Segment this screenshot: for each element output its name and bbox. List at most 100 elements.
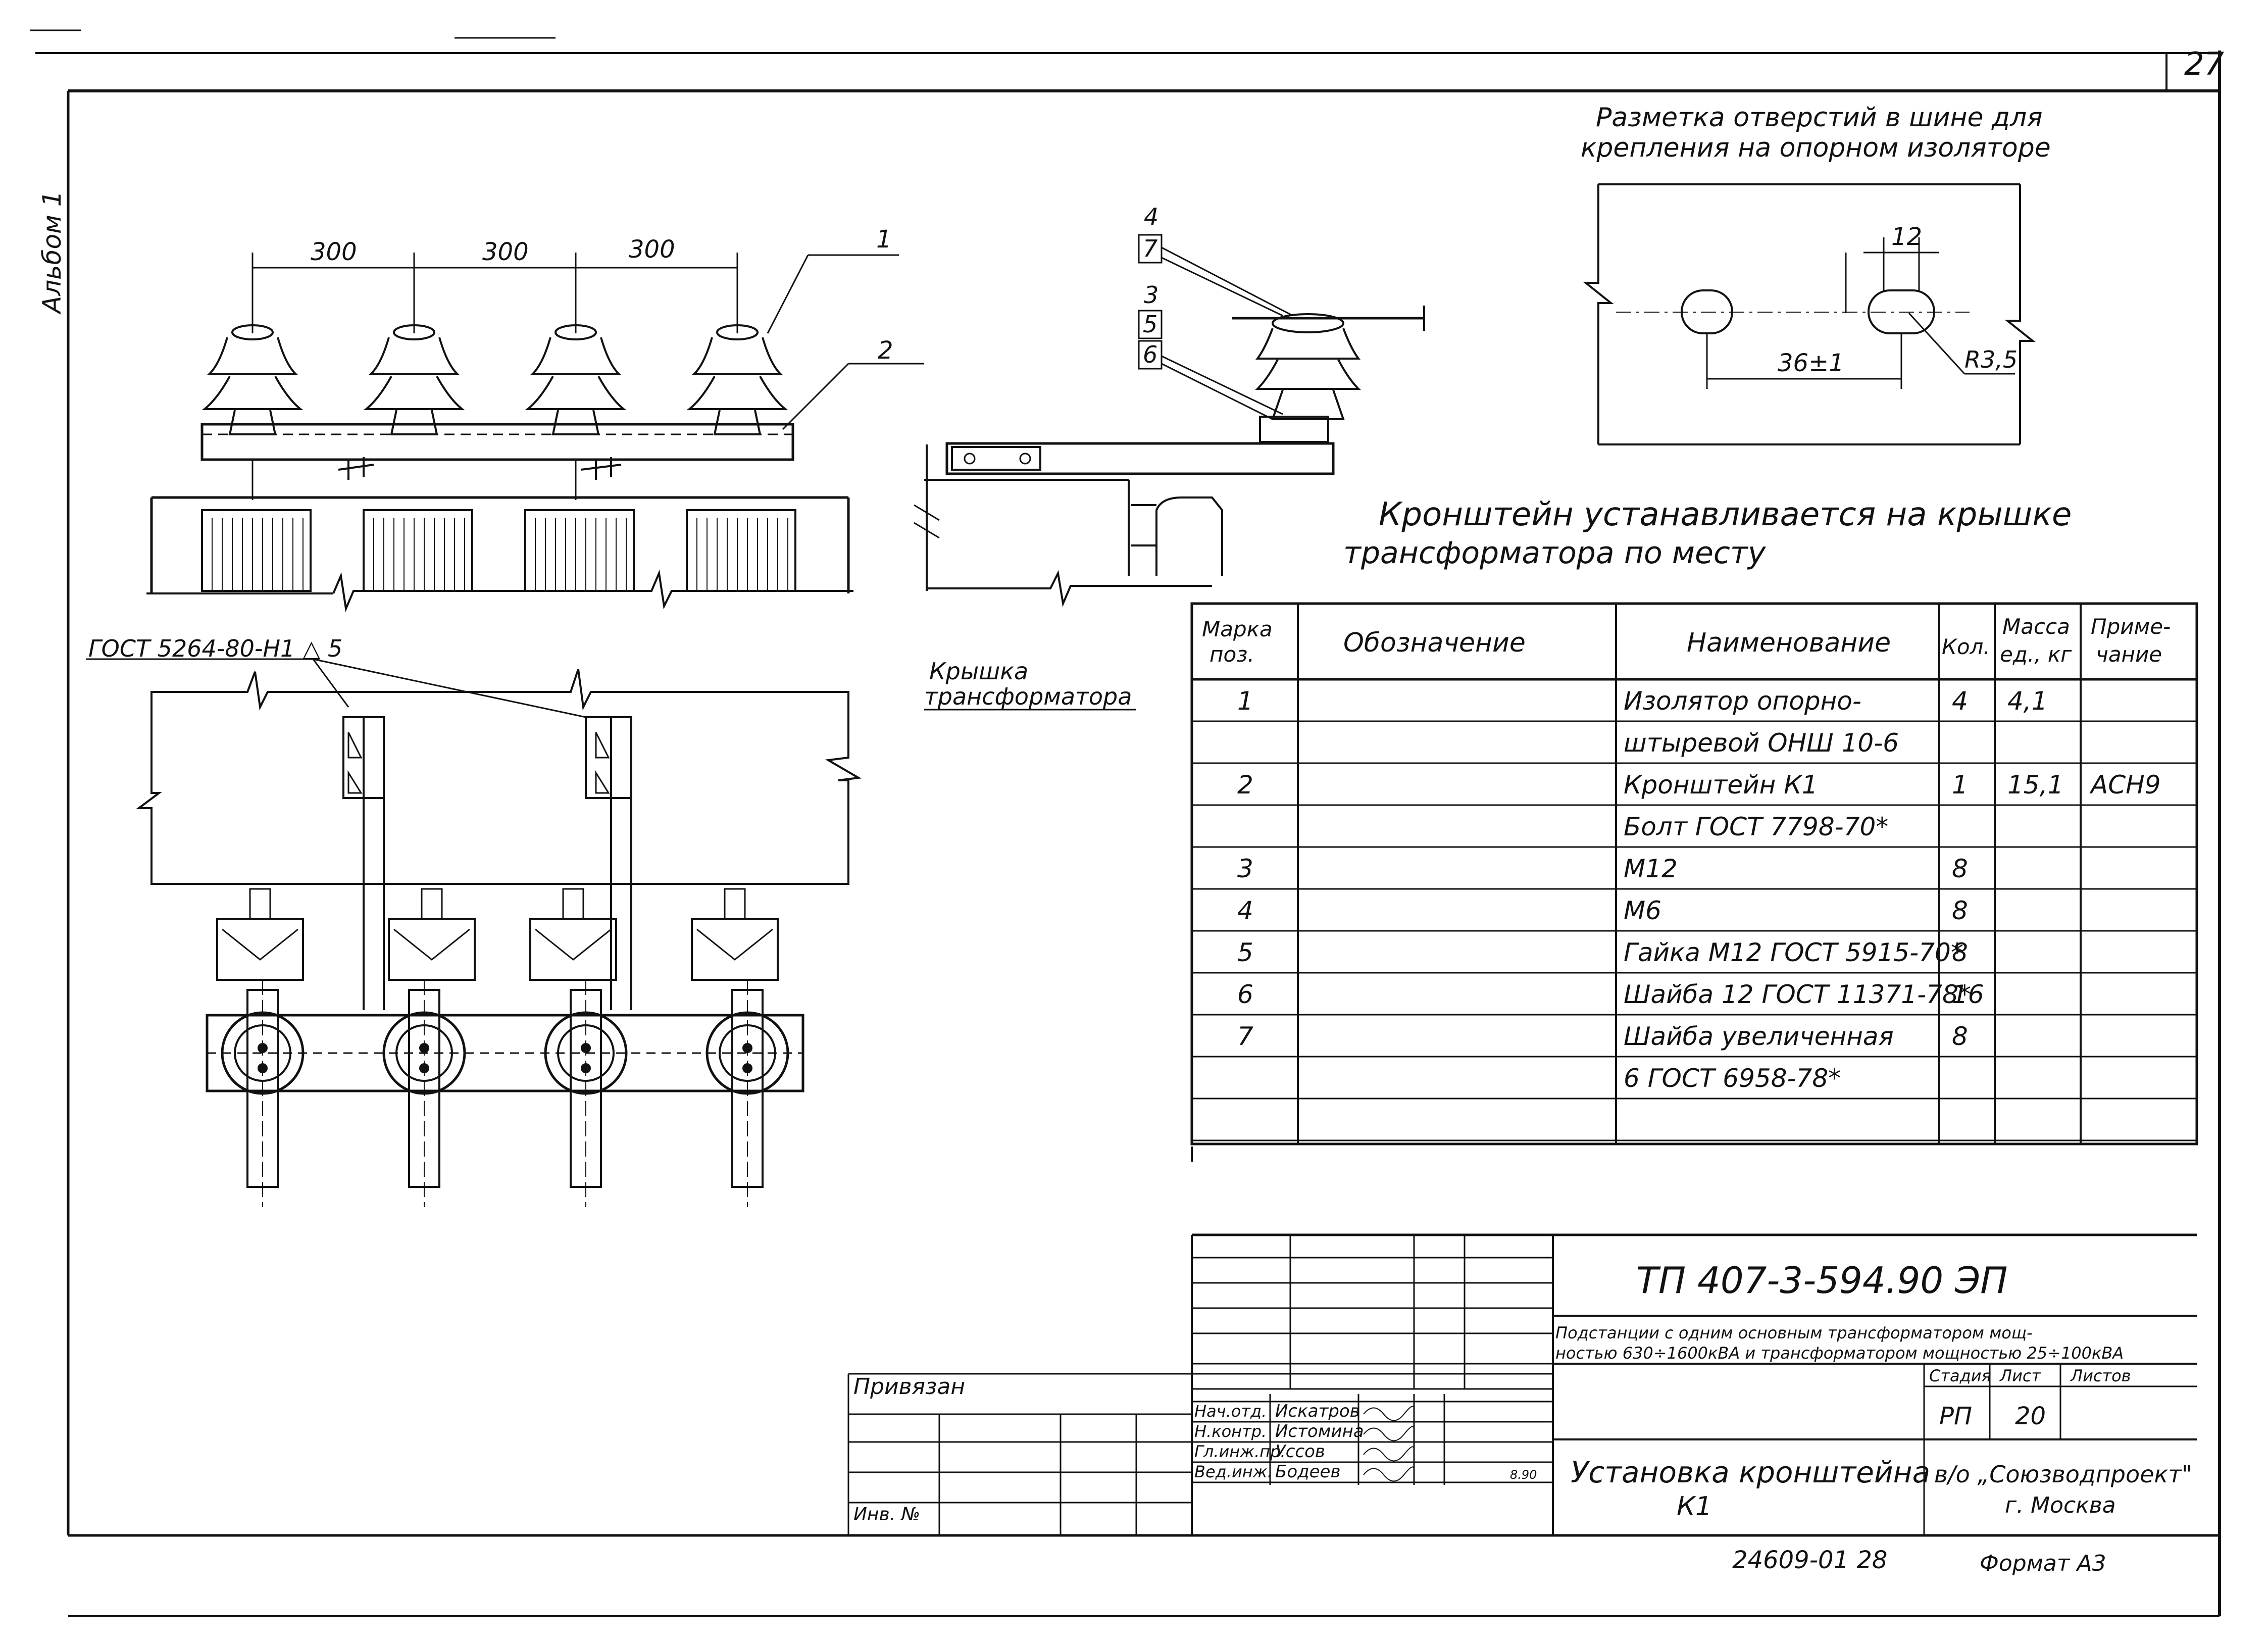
drawing-code: ТП 407-3-594.90 ЭП bbox=[1636, 1259, 2007, 1302]
album-label: Альбом 1 bbox=[37, 191, 67, 315]
insulator-3 bbox=[525, 324, 627, 435]
header-note-2: чание bbox=[2096, 642, 2162, 667]
top-view: ГОСТ 5264-80-Н1 △ 5 Крышка трансформатор… bbox=[86, 635, 1136, 1207]
sheets-header: Листов bbox=[2070, 1366, 2131, 1385]
bracket-side bbox=[945, 442, 1335, 475]
stage-header: Стадия bbox=[1929, 1366, 1991, 1385]
cell-mass: 4,1 bbox=[2007, 686, 2048, 716]
signature-scribble bbox=[1363, 1446, 1415, 1462]
cell-name: М6 bbox=[1624, 896, 1661, 925]
sheet-header: Лист bbox=[1999, 1366, 2041, 1385]
cell-qty: 4 bbox=[1952, 686, 1968, 716]
sheet-value: 20 bbox=[2015, 1402, 2046, 1430]
signature-date: 8.90 bbox=[1510, 1468, 1537, 1482]
privyazan-label: Привязан bbox=[853, 1374, 965, 1400]
signature-scribble bbox=[1363, 1466, 1415, 1482]
cell-name: Изолятор опорно- bbox=[1624, 686, 1861, 716]
dimension-spacing-1: 300 bbox=[311, 238, 357, 266]
cell-name: штыревой ОНШ 10-6 bbox=[1624, 728, 1899, 758]
cell-name: Шайба увеличенная bbox=[1624, 1022, 1894, 1051]
hole-marking-detail: Разметка отверстий в шине для крепления … bbox=[1581, 103, 2051, 445]
insulator-4 bbox=[686, 324, 788, 435]
side-mark-3: 3 bbox=[1144, 281, 1158, 309]
marking-title-line1: Разметка отверстий в шине для bbox=[1596, 103, 2042, 133]
signer-name: Уссов bbox=[1275, 1441, 1325, 1462]
side-mark-6: 6 bbox=[1143, 341, 1157, 368]
cell-name: М12 bbox=[1624, 854, 1678, 883]
bracket-rail-front bbox=[200, 423, 794, 461]
side-view: 4 7 3 5 6 bbox=[914, 203, 1425, 608]
project-title-line1: Подстанции с одним основным трансформато… bbox=[1555, 1323, 2033, 1342]
header-mass-1: Масса bbox=[2002, 614, 2070, 639]
cell-name: Шайба 12 ГОСТ 11371-78* bbox=[1624, 980, 1971, 1009]
transformer-body-front bbox=[146, 460, 853, 613]
cell-name: Болт ГОСТ 7798-70* bbox=[1624, 812, 1888, 841]
header-mass-2: ед., кг bbox=[2000, 642, 2072, 667]
signer-role: Н.контр. bbox=[1194, 1422, 1267, 1441]
drawing-title-line1: Установка кронштейна bbox=[1571, 1455, 1930, 1489]
side-insulator bbox=[1232, 306, 1425, 443]
cell-qty: 8 bbox=[1952, 938, 1968, 967]
dimension-spacing-2: 300 bbox=[482, 238, 529, 266]
cell-mark: 2 bbox=[1237, 770, 1253, 800]
organization-line1: в/о „Союзводпроект" bbox=[1934, 1461, 2192, 1488]
cell-mark: 5 bbox=[1237, 938, 1253, 967]
project-title-line2: ностью 630÷1600кВА и трансформатором мощ… bbox=[1555, 1343, 2124, 1363]
signatures-list: Нач.отд.ИскатровН.контр.ИстоминаГл.инж.п… bbox=[1194, 1401, 1415, 1482]
dimension-spacing-3: 300 bbox=[629, 235, 675, 264]
cell-mark: 3 bbox=[1237, 854, 1253, 883]
inventory-number-label: Инв. № bbox=[853, 1504, 920, 1525]
header-mark-2: поз. bbox=[1209, 642, 1254, 667]
header-mark-1: Марка bbox=[1202, 617, 1273, 641]
marking-title-line2: крепления на опорном изоляторе bbox=[1581, 133, 2051, 163]
cell-mark: 6 bbox=[1237, 980, 1253, 1009]
dimension-hole-width: 12 bbox=[1891, 223, 1922, 251]
cell-note: АСН9 bbox=[2089, 770, 2161, 800]
drawing-title-line2: К1 bbox=[1677, 1491, 1712, 1522]
table-row: 6 ГОСТ 6958-78* bbox=[1192, 1064, 2197, 1100]
installation-note-line2: трансформатора по месту bbox=[1343, 535, 1767, 571]
clamp-right-icon bbox=[580, 457, 622, 480]
spec-table: Марка поз. Обозначение Наименование Кол.… bbox=[1190, 602, 2198, 1145]
page-number: 27 bbox=[2184, 45, 2224, 82]
callout-insulator: 1 bbox=[876, 225, 892, 254]
side-mark-4: 4 bbox=[1144, 203, 1158, 230]
table-row: штыревой ОНШ 10-6 bbox=[1192, 728, 2197, 764]
radiator-fins bbox=[201, 509, 796, 592]
side-mark-5: 5 bbox=[1143, 311, 1157, 338]
cell-qty: 1 bbox=[1952, 770, 1968, 800]
cover-label-line2: трансформатора bbox=[924, 683, 1132, 710]
document-number: 24609-01 28 bbox=[1732, 1546, 1887, 1574]
installation-note-line1: Кронштейн устанавливается на крышке bbox=[1379, 496, 2072, 533]
cell-qty: 16 bbox=[1952, 980, 1984, 1009]
title-block: ТП 407-3-594.90 ЭП Подстанции с одним ос… bbox=[847, 1233, 2197, 1576]
table-row: Болт ГОСТ 7798-70* bbox=[1192, 812, 2197, 848]
cell-qty: 8 bbox=[1952, 896, 1968, 925]
cell-mass: 15,1 bbox=[2007, 770, 2063, 800]
sheet-frame bbox=[30, 29, 2221, 1617]
header-name: Наименование bbox=[1687, 628, 1891, 658]
cell-qty: 8 bbox=[1952, 1022, 1968, 1051]
dimension-hole-radius: R3,5 bbox=[1964, 346, 2018, 373]
insulator-1 bbox=[201, 324, 304, 435]
table-row: 1 Изолятор опорно- 4 4,1 bbox=[1192, 686, 2197, 722]
side-mark-7: 7 bbox=[1143, 235, 1157, 262]
header-qty: Кол. bbox=[1942, 634, 1990, 659]
stage-value: РП bbox=[1939, 1402, 1972, 1430]
cell-mark: 1 bbox=[1237, 686, 1253, 716]
table-row: 6 Шайба 12 ГОСТ 11371-78*16 bbox=[1192, 980, 2197, 1016]
signature-scribble bbox=[1363, 1426, 1415, 1441]
callout-bracket: 2 bbox=[878, 336, 893, 365]
signer-role: Вед.инж. bbox=[1194, 1462, 1273, 1481]
clamp-left-icon bbox=[338, 457, 374, 480]
signature-scribble bbox=[1363, 1406, 1415, 1421]
cell-name: 6 ГОСТ 6958-78* bbox=[1624, 1064, 1841, 1093]
signer-name: Искатров bbox=[1275, 1401, 1360, 1421]
insulator-2 bbox=[363, 324, 465, 435]
